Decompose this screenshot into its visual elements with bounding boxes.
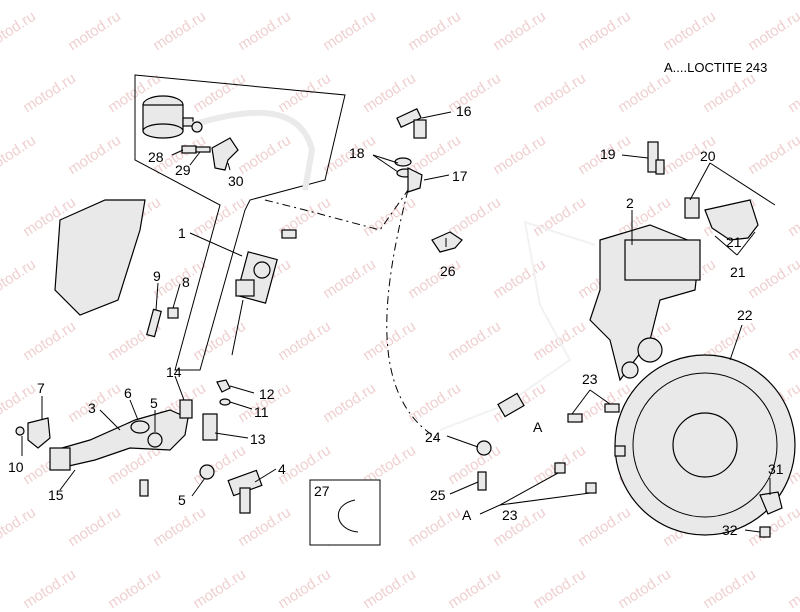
clamp-24 xyxy=(476,440,492,456)
label-27: 27 xyxy=(314,483,330,499)
label-1: 1 xyxy=(178,225,186,241)
hose-clamp xyxy=(191,121,203,133)
label-2: 2 xyxy=(626,195,634,211)
o-ring-5b xyxy=(199,464,215,480)
bolt-29 xyxy=(181,145,211,154)
bolt-23d xyxy=(585,482,597,494)
label-7: 7 xyxy=(37,380,45,396)
brake-line-dashed-lower xyxy=(386,189,441,441)
brake-disc xyxy=(614,354,796,536)
label-23-bottom: 23 xyxy=(502,507,518,523)
label-12: 12 xyxy=(259,386,275,402)
label-13: 13 xyxy=(250,431,266,447)
clip-26 xyxy=(431,231,463,253)
label-16: 16 xyxy=(456,103,472,119)
label-25: 25 xyxy=(430,487,446,503)
bolt-23b xyxy=(604,403,620,413)
brake-pad-21 xyxy=(704,199,759,241)
rigid-brake-pipe-inner xyxy=(439,220,596,431)
bracket-7 xyxy=(27,417,51,449)
bolt-15 xyxy=(139,479,149,497)
sensor-31 xyxy=(759,491,783,515)
leader-lines xyxy=(21,111,776,533)
master-cylinder-group-box xyxy=(134,74,346,371)
label-6: 6 xyxy=(124,385,132,401)
banjo-fitting-17 xyxy=(407,167,423,193)
legend-loctite: A....LOCTITE 243 xyxy=(664,60,768,75)
label-5-upper: 5 xyxy=(150,395,158,411)
loctite-mark-upper: A xyxy=(533,419,543,435)
bolt-25 xyxy=(477,471,487,491)
label-17: 17 xyxy=(452,168,468,184)
label-5-lower: 5 xyxy=(178,492,186,508)
pivot-bolt-4 xyxy=(227,469,263,514)
part-labels: 1 2 3 4 5 5 6 7 8 9 10 11 12 13 14 15 16… xyxy=(8,103,784,538)
label-18: 18 xyxy=(349,145,365,161)
bolt-32 xyxy=(759,526,771,538)
label-8: 8 xyxy=(182,274,190,290)
bolt-23c xyxy=(554,462,566,474)
label-14: 14 xyxy=(166,364,182,380)
clevis-14 xyxy=(179,399,193,419)
washer-18a xyxy=(394,157,412,167)
label-24: 24 xyxy=(425,429,441,445)
o-ring-5a xyxy=(147,432,163,448)
label-23-top: 23 xyxy=(582,371,598,387)
bolt-8 xyxy=(167,307,179,319)
bolt-23a xyxy=(567,413,583,423)
bleed-valve-19 xyxy=(647,141,665,175)
master-cylinder xyxy=(231,229,297,356)
label-31: 31 xyxy=(768,461,784,477)
label-26: 26 xyxy=(440,263,456,279)
label-11: 11 xyxy=(254,404,269,420)
pad-pin-clip xyxy=(684,197,700,219)
label-3: 3 xyxy=(88,400,96,416)
label-19: 19 xyxy=(600,146,616,162)
bracket-30 xyxy=(211,137,239,171)
label-30: 30 xyxy=(228,173,244,189)
pipe-union xyxy=(497,392,525,418)
label-10: 10 xyxy=(8,459,24,475)
clip-27 xyxy=(337,499,359,533)
label-4: 4 xyxy=(278,461,286,477)
pin-9 xyxy=(146,308,162,338)
brake-fluid-reservoir xyxy=(142,95,194,139)
box-27 xyxy=(309,479,381,546)
rear-bracket-plate xyxy=(54,199,146,316)
label-15: 15 xyxy=(48,487,64,503)
label-29: 29 xyxy=(175,162,191,178)
label-21a: 21 xyxy=(726,234,742,250)
label-21b: 21 xyxy=(730,264,746,280)
brake-caliper xyxy=(589,224,701,382)
loctite-mark-lower: A xyxy=(462,507,472,523)
washer-6 xyxy=(130,420,150,434)
nut-12 xyxy=(216,379,231,393)
label-32: 32 xyxy=(722,522,738,538)
banjo-fitting-16 xyxy=(396,108,427,139)
label-20: 20 xyxy=(700,148,716,164)
brake-pedal xyxy=(49,409,189,471)
bolt-23e xyxy=(614,445,626,457)
nut-10 xyxy=(15,426,25,436)
washer-11 xyxy=(219,398,231,406)
brake-line-dashed-upper xyxy=(264,189,409,231)
label-28: 28 xyxy=(148,149,164,165)
reservoir-hose xyxy=(191,109,316,191)
clevis-13 xyxy=(202,413,218,441)
label-9: 9 xyxy=(153,268,161,284)
label-22: 22 xyxy=(737,307,753,323)
